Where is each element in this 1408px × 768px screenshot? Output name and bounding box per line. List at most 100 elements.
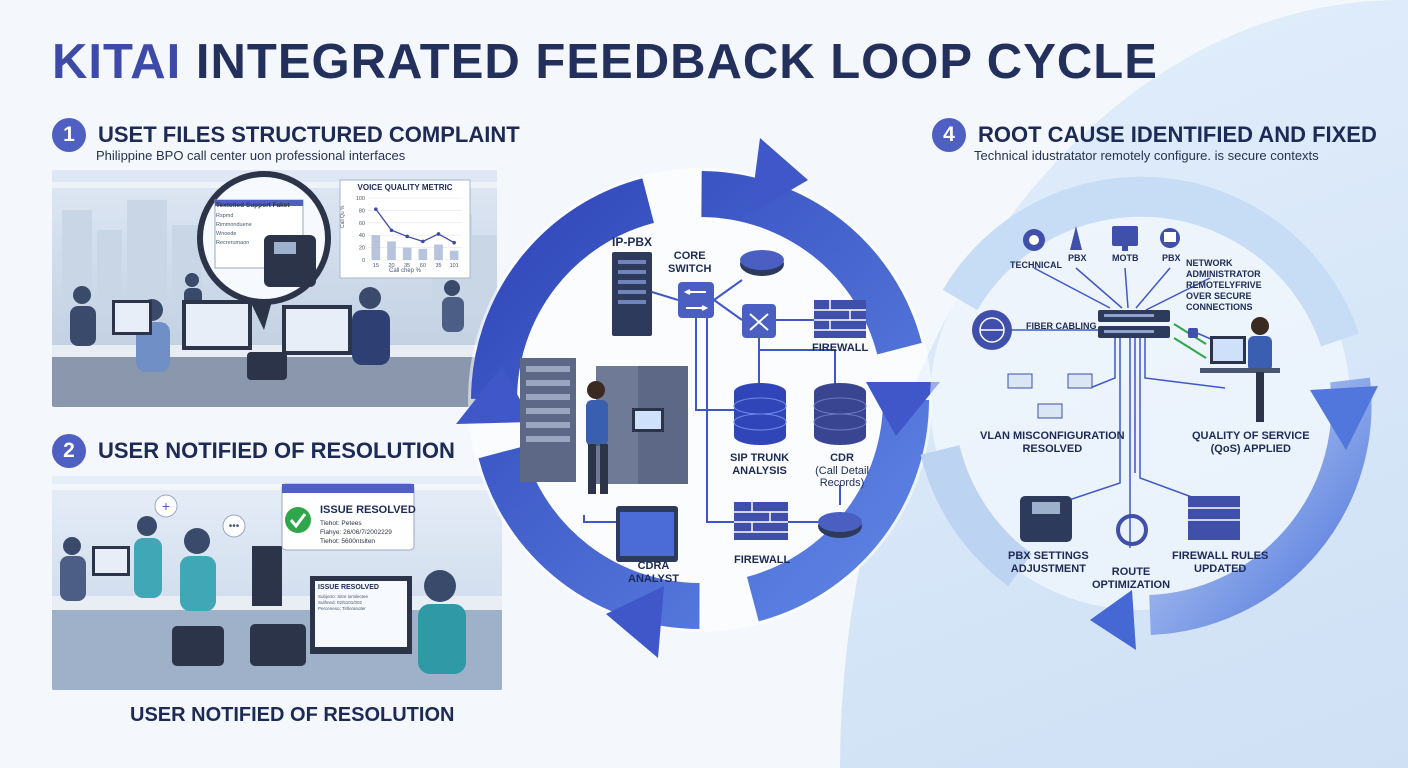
netadmin-line: NETWORK bbox=[1186, 258, 1233, 268]
chart-bar bbox=[371, 235, 381, 260]
qos-line: QUALITY OF SERVICE bbox=[1192, 430, 1310, 442]
step-4-subtitle: Technical idustratator remotely configur… bbox=[974, 148, 1319, 163]
vlan-line: VLAN MISCONFIGURATION bbox=[980, 430, 1125, 442]
chart-bar bbox=[434, 244, 443, 260]
cdr-label: CDR (Call Detail Records) bbox=[792, 452, 892, 489]
sip-line: ANALYSIS bbox=[732, 465, 787, 477]
chart-plot: 100 80 60 40 20 0 15 20 35 60 35 101 bbox=[356, 196, 462, 269]
pbx-icon-label: PBX bbox=[1068, 253, 1087, 263]
chart-xlabel: Call chep % bbox=[388, 268, 421, 274]
support-ticket-fields: Rspmd Rimmonduene Wnoede Recrerumaon bbox=[216, 212, 276, 248]
pbx-icon-label-2: PBX bbox=[1162, 253, 1181, 263]
chart-xtick: 35 bbox=[404, 263, 410, 269]
chart-ytick: 60 bbox=[359, 221, 365, 227]
firewall-bottom-label: FIREWALL bbox=[734, 554, 791, 566]
chart-bar bbox=[387, 241, 396, 260]
core-switch-line: SWITCH bbox=[668, 263, 712, 275]
svg-text:•••: ••• bbox=[229, 521, 240, 532]
step-1-subtitle: Philippine BPO call center uon professio… bbox=[96, 148, 406, 163]
chart-xtick: 20 bbox=[388, 263, 394, 269]
issue-resolved-details: Tiehot: Petees Flahye: 26/06/7/2002229 T… bbox=[320, 519, 392, 546]
ticket-field: Recrerumaon bbox=[216, 240, 250, 246]
step-2-header: 2 USER NOTIFIED OF RESOLUTION bbox=[52, 434, 455, 468]
popup-line: Tiehot: 5600ntslten bbox=[320, 538, 376, 545]
popup-line: Tiehot: Petees bbox=[320, 520, 362, 527]
monitor-line: Sulfmed: 02/5101/002 bbox=[318, 600, 363, 605]
route-line: ROUTE bbox=[1111, 566, 1151, 578]
chart-ytick: 40 bbox=[359, 233, 365, 239]
monitor-line: Subjerto: Sitre lomilectee bbox=[318, 594, 369, 599]
chart-bar bbox=[402, 247, 412, 260]
route-optimization-label: ROUTE OPTIMIZATION bbox=[1092, 566, 1170, 592]
pbx-settings-line: ADJUSTMENT bbox=[1010, 563, 1086, 575]
firewall-rules-label: FIREWALL RULES UPDATED bbox=[1172, 550, 1268, 576]
qos-line: (QoS) APPLIED bbox=[1210, 443, 1291, 455]
step-1-header: 1 USET FILES STRUCTURED COMPLAINT bbox=[52, 118, 520, 152]
cdra-analyst-label: CDRA ANALYST bbox=[628, 560, 679, 586]
bottom-caption: USER NOTIFIED OF RESOLUTION bbox=[130, 704, 455, 726]
chart-ytick: 0 bbox=[362, 258, 365, 264]
vlan-line: RESOLVED bbox=[1022, 443, 1083, 455]
right-network-illustration bbox=[972, 226, 1280, 548]
cdr-line: (Call Detail Records) bbox=[815, 465, 869, 489]
call-center-illustration bbox=[52, 170, 497, 407]
chart-point bbox=[389, 228, 394, 233]
pbx-settings-label: PBX SETTINGS ADJUSTMENT bbox=[1008, 550, 1089, 576]
chart-xtick: 35 bbox=[435, 263, 441, 269]
title-main: INTEGRATED FEEDBACK LOOP CYCLE bbox=[195, 35, 1158, 89]
network-admin-label: NETWORK ADMINISTRATOR REMOTELYFRIVE OVER… bbox=[1186, 258, 1262, 313]
sip-line: SIP TRUNK bbox=[730, 452, 790, 464]
technical-icon-label: TECHNICAL bbox=[1010, 260, 1062, 270]
monitor-resolved-details: Subjerto: Sitre lomilectee Sulfmed: 02/5… bbox=[318, 594, 368, 612]
center-network-illustration bbox=[520, 250, 867, 562]
netadmin-line: CONNECTIONS bbox=[1186, 302, 1253, 312]
monitor-resolved-title: ISSUE RESOLVED bbox=[318, 584, 379, 591]
netadmin-line: REMOTELYFRIVE bbox=[1186, 280, 1262, 290]
step-4-header: 4 ROOT CAUSE IDENTIFIED AND FIXED bbox=[932, 118, 1377, 152]
motb-icon-label: MOTB bbox=[1112, 253, 1139, 263]
ticket-field: Rimmonduene bbox=[216, 222, 252, 228]
chart-ytick: 80 bbox=[359, 208, 365, 214]
chart-point bbox=[421, 239, 425, 244]
step-1-heading: USET FILES STRUCTURED COMPLAINT bbox=[98, 122, 520, 147]
cdra-line: ANALYST bbox=[628, 573, 679, 585]
voice-quality-chart: VOICE QUALITY METRIC 100 80 60 40 20 0 15 20 35 6… bbox=[340, 180, 470, 278]
qos-applied-label: QUALITY OF SERVICE (QoS) APPLIED bbox=[1192, 430, 1310, 456]
chart-point bbox=[405, 234, 409, 239]
ticket-field: Wnoede bbox=[216, 231, 237, 237]
vlan-resolved-label: VLAN MISCONFIGURATION RESOLVED bbox=[980, 430, 1125, 456]
ip-pbx-label: IP-PBX bbox=[612, 235, 653, 249]
svg-text:+: + bbox=[162, 498, 170, 514]
support-ticket-title: Textolied Support Faket bbox=[216, 202, 290, 209]
cdr-line: CDR bbox=[830, 452, 854, 464]
step-4-heading: ROOT CAUSE IDENTIFIED AND FIXED bbox=[978, 122, 1377, 147]
chart-point bbox=[374, 207, 378, 211]
chart-title: VOICE QUALITY METRIC bbox=[357, 183, 453, 192]
step-1-number: 1 bbox=[52, 118, 86, 152]
title-brand: KITAI bbox=[52, 35, 182, 89]
firewall-top-label: FIREWALL bbox=[812, 342, 869, 354]
chart-xtick: 15 bbox=[373, 263, 379, 269]
chart-ytick: 20 bbox=[359, 246, 365, 252]
sip-trunk-label: SIP TRUNK ANALYSIS bbox=[730, 452, 789, 478]
page-title: KITAI INTEGRATED FEEDBACK LOOP CYCLE bbox=[52, 34, 1158, 90]
firewall-rules-line: FIREWALL RULES bbox=[1172, 550, 1269, 562]
issue-resolved-title: ISSUE RESOLVED bbox=[320, 504, 416, 516]
resolution-illustration: + ••• bbox=[52, 476, 502, 690]
chart-xtick: 60 bbox=[420, 263, 426, 269]
chart-point bbox=[452, 240, 456, 245]
popup-line: Flahye: 26/06/7/2002229 bbox=[320, 529, 392, 536]
chart-series-line bbox=[375, 208, 455, 244]
pbx-settings-line: PBX SETTINGS bbox=[1008, 550, 1089, 562]
chart-bar bbox=[418, 248, 428, 260]
netadmin-line: OVER SECURE bbox=[1186, 291, 1252, 301]
chart-ytick: 100 bbox=[356, 196, 365, 202]
cdra-line: CDRA bbox=[637, 560, 670, 572]
chart-ylabel: Call Qu % bbox=[340, 205, 346, 228]
fiber-cabling-label: FIBER CABLING bbox=[1026, 321, 1097, 331]
core-switch-label: CORE SWITCH bbox=[668, 250, 711, 276]
chart-point bbox=[436, 232, 441, 236]
chart-xtick: 101 bbox=[450, 263, 459, 269]
monitor-line: Perceneso: Tirlloranoter bbox=[318, 606, 366, 611]
core-switch-line: CORE bbox=[673, 250, 706, 262]
